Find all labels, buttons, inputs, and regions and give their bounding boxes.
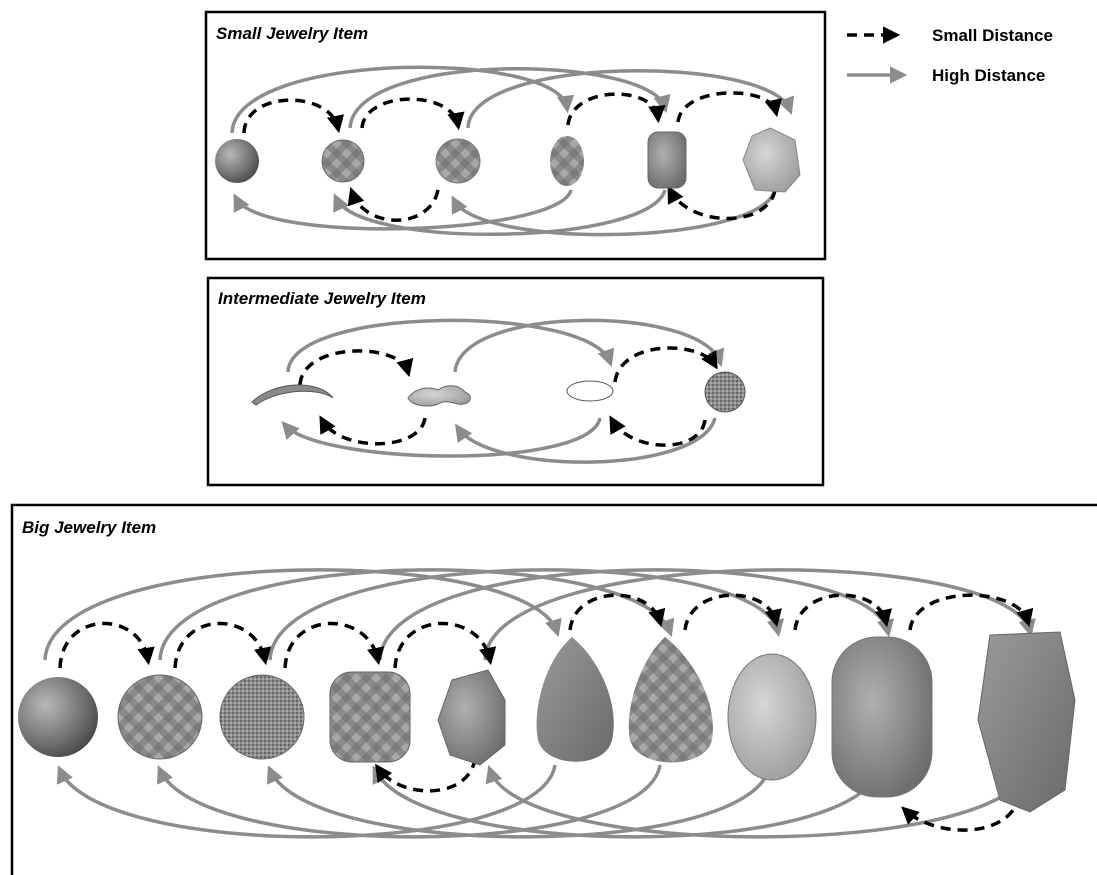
panel-intermediate-title: Intermediate Jewelry Item [218, 289, 426, 308]
legend-high-label: High Distance [932, 66, 1045, 85]
legend-small-label: Small Distance [932, 26, 1053, 45]
small-item-sphere [215, 139, 259, 183]
big-item-sphere [18, 677, 98, 757]
legend: Small Distance High Distance [847, 26, 1053, 85]
small-item-faceted-barrel [648, 132, 686, 188]
small-item-faceted-cube [436, 139, 480, 183]
big-item-faceted-cube [330, 672, 410, 762]
small-item-faceted-oval [550, 136, 584, 186]
panel-small-title: Small Jewelry Item [216, 24, 368, 43]
big-item-faceted-round [220, 675, 304, 759]
panel-small: Small Jewelry Item [206, 12, 825, 259]
panel-big: Big Jewelry Item [12, 505, 1097, 875]
legend-small-distance: Small Distance [847, 26, 1053, 45]
panel-intermediate: Intermediate Jewelry Item [208, 278, 823, 485]
panel-big-title: Big Jewelry Item [22, 518, 156, 537]
small-item-faceted-sphere [322, 140, 364, 182]
big-item-carved-oval [728, 654, 816, 780]
big-item-faceted-sphere [118, 675, 202, 759]
legend-high-distance: High Distance [847, 66, 1045, 85]
big-item-cushion-slab [832, 637, 932, 797]
intermediate-item-textured-ball [705, 372, 745, 412]
